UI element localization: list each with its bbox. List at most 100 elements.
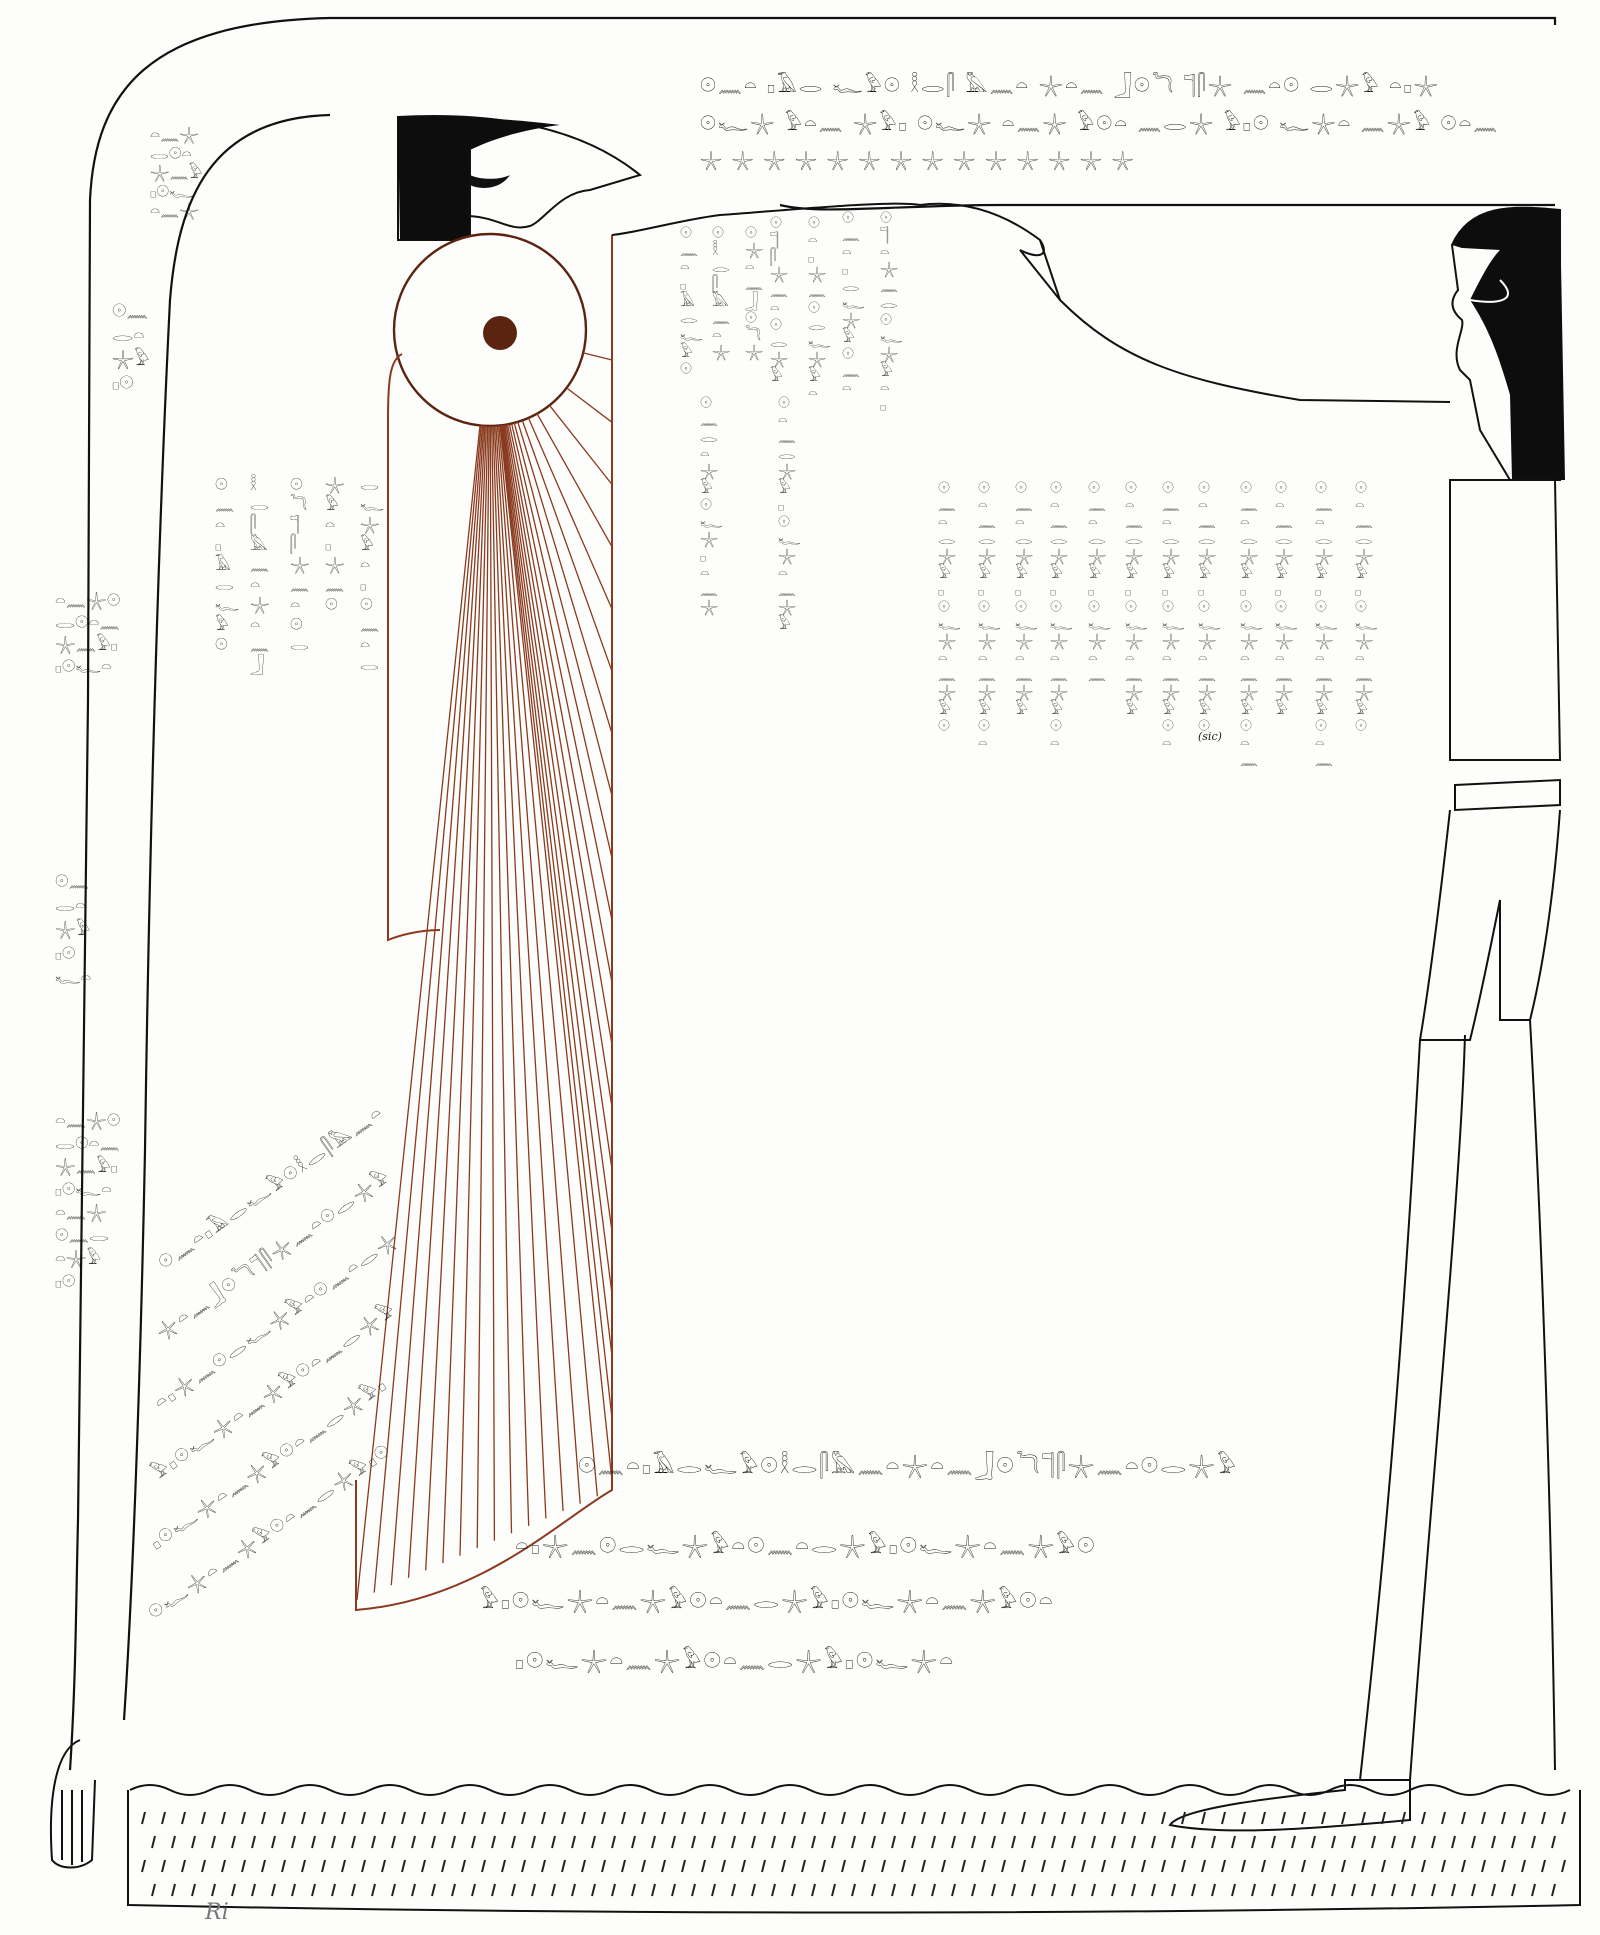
water-hatch-mark xyxy=(1021,1859,1026,1873)
water-hatch-mark xyxy=(341,1811,346,1825)
water-hatch-mark xyxy=(341,1859,346,1873)
water-hatch-mark xyxy=(431,1835,436,1849)
sun-rays xyxy=(356,352,613,1601)
water-hatch-mark xyxy=(1561,1859,1566,1873)
water-hatch-mark xyxy=(1491,1835,1496,1849)
water-hatch-mark xyxy=(1031,1883,1036,1897)
water-hatch-mark xyxy=(451,1883,456,1897)
water-hatch-mark xyxy=(541,1859,546,1873)
water-hatch-mark xyxy=(1101,1859,1106,1873)
water-hatch-mark xyxy=(1561,1811,1566,1825)
sun-ray xyxy=(476,425,490,1549)
water-hatch-mark xyxy=(1411,1883,1416,1897)
sun-ray xyxy=(503,424,613,1170)
water-hatch-mark xyxy=(1221,1811,1226,1825)
water-hatch-mark xyxy=(501,1859,506,1873)
water-hatch-mark xyxy=(791,1835,796,1849)
water-hatch-mark xyxy=(1351,1835,1356,1849)
sun-ray xyxy=(548,404,613,485)
water-hatch-mark xyxy=(661,1811,666,1825)
water-hatch-mark xyxy=(971,1835,976,1849)
water-hatch-mark xyxy=(1331,1883,1336,1897)
sun-ray xyxy=(493,425,547,1519)
water-hatch-mark xyxy=(531,1835,536,1849)
water-hatch-mark xyxy=(381,1859,386,1873)
water-hatch-mark xyxy=(291,1883,296,1897)
water-hatch-mark xyxy=(181,1811,186,1825)
water-hatch-mark xyxy=(1391,1835,1396,1849)
water-hatch-mark xyxy=(1511,1883,1516,1897)
water-hatch-mark xyxy=(1341,1811,1346,1825)
water-hatch-mark xyxy=(481,1811,486,1825)
sun-ray xyxy=(502,425,613,1232)
water-hatch-mark xyxy=(241,1859,246,1873)
water-hatch-mark xyxy=(1121,1859,1126,1873)
sun-ray xyxy=(499,425,613,1481)
water-hatch-mark xyxy=(621,1811,626,1825)
water-hatch-mark xyxy=(671,1835,676,1849)
water-hatch-mark xyxy=(961,1859,966,1873)
sun-ray xyxy=(583,352,613,361)
water-hatch-mark xyxy=(161,1811,166,1825)
sun-ray xyxy=(508,423,613,921)
sun-ray xyxy=(510,423,613,859)
water-hatch-mark xyxy=(731,1835,736,1849)
water-hatch-mark xyxy=(901,1811,906,1825)
water-hatch-mark xyxy=(1351,1883,1356,1897)
water-hatch-mark xyxy=(351,1883,356,1897)
water-hatch-mark xyxy=(1091,1883,1096,1897)
water-hatch-mark xyxy=(641,1811,646,1825)
water-hatch-mark xyxy=(1451,1835,1456,1849)
water-hatch-mark xyxy=(351,1835,356,1849)
water-hatch-mark xyxy=(861,1859,866,1873)
water-hatch-mark xyxy=(941,1859,946,1873)
water-hatch-mark xyxy=(1381,1859,1386,1873)
sun-ray xyxy=(517,421,613,734)
water-hatch-mark xyxy=(1461,1859,1466,1873)
water-hatch-mark xyxy=(171,1835,176,1849)
water-hatch-mark xyxy=(321,1859,326,1873)
water-hatch-mark xyxy=(911,1883,916,1897)
water-hatch-mark xyxy=(951,1835,956,1849)
hieroglyph-bottom-row: 𓏏𓊪𓇼𓈖𓇳𓂋𓆑𓇼𓅱𓏏𓇳𓈖𓏏𓂋𓇼𓅱𓊪𓇳𓆑𓇼𓏏𓈖𓇼𓅱𓇳 xyxy=(515,1534,1097,1559)
water-hatch-mark xyxy=(781,1811,786,1825)
water-hatch-mark xyxy=(191,1883,196,1897)
water-hatch-mark xyxy=(1151,1883,1156,1897)
water-hatch-mark xyxy=(141,1859,146,1873)
water-hatch-mark xyxy=(261,1811,266,1825)
water-hatch-mark xyxy=(361,1811,366,1825)
water-hatch-mark xyxy=(451,1835,456,1849)
water-hatch-mark xyxy=(281,1859,286,1873)
water-hatch-mark xyxy=(991,1883,996,1897)
water-hatch-mark xyxy=(491,1883,496,1897)
water-hatch-mark xyxy=(1201,1859,1206,1873)
water-hatch-mark xyxy=(1171,1883,1176,1897)
water-hatch-mark xyxy=(971,1883,976,1897)
water-hatch-mark xyxy=(1531,1883,1536,1897)
water-hatch-mark xyxy=(581,1811,586,1825)
water-hatch-mark xyxy=(471,1835,476,1849)
water-hatch-mark xyxy=(841,1811,846,1825)
water-hatch-mark xyxy=(461,1859,466,1873)
water-hatch-mark xyxy=(491,1835,496,1849)
water-hatch-mark xyxy=(1221,1859,1226,1873)
water-hatch-mark xyxy=(391,1883,396,1897)
water-hatch-mark xyxy=(201,1859,206,1873)
water-hatch-mark xyxy=(951,1883,956,1897)
water-hatch-mark xyxy=(1201,1811,1206,1825)
water-hatch-mark xyxy=(651,1835,656,1849)
sun-ray xyxy=(495,425,564,1512)
water-hatch-mark xyxy=(461,1811,466,1825)
water-hatch-mark xyxy=(981,1859,986,1873)
